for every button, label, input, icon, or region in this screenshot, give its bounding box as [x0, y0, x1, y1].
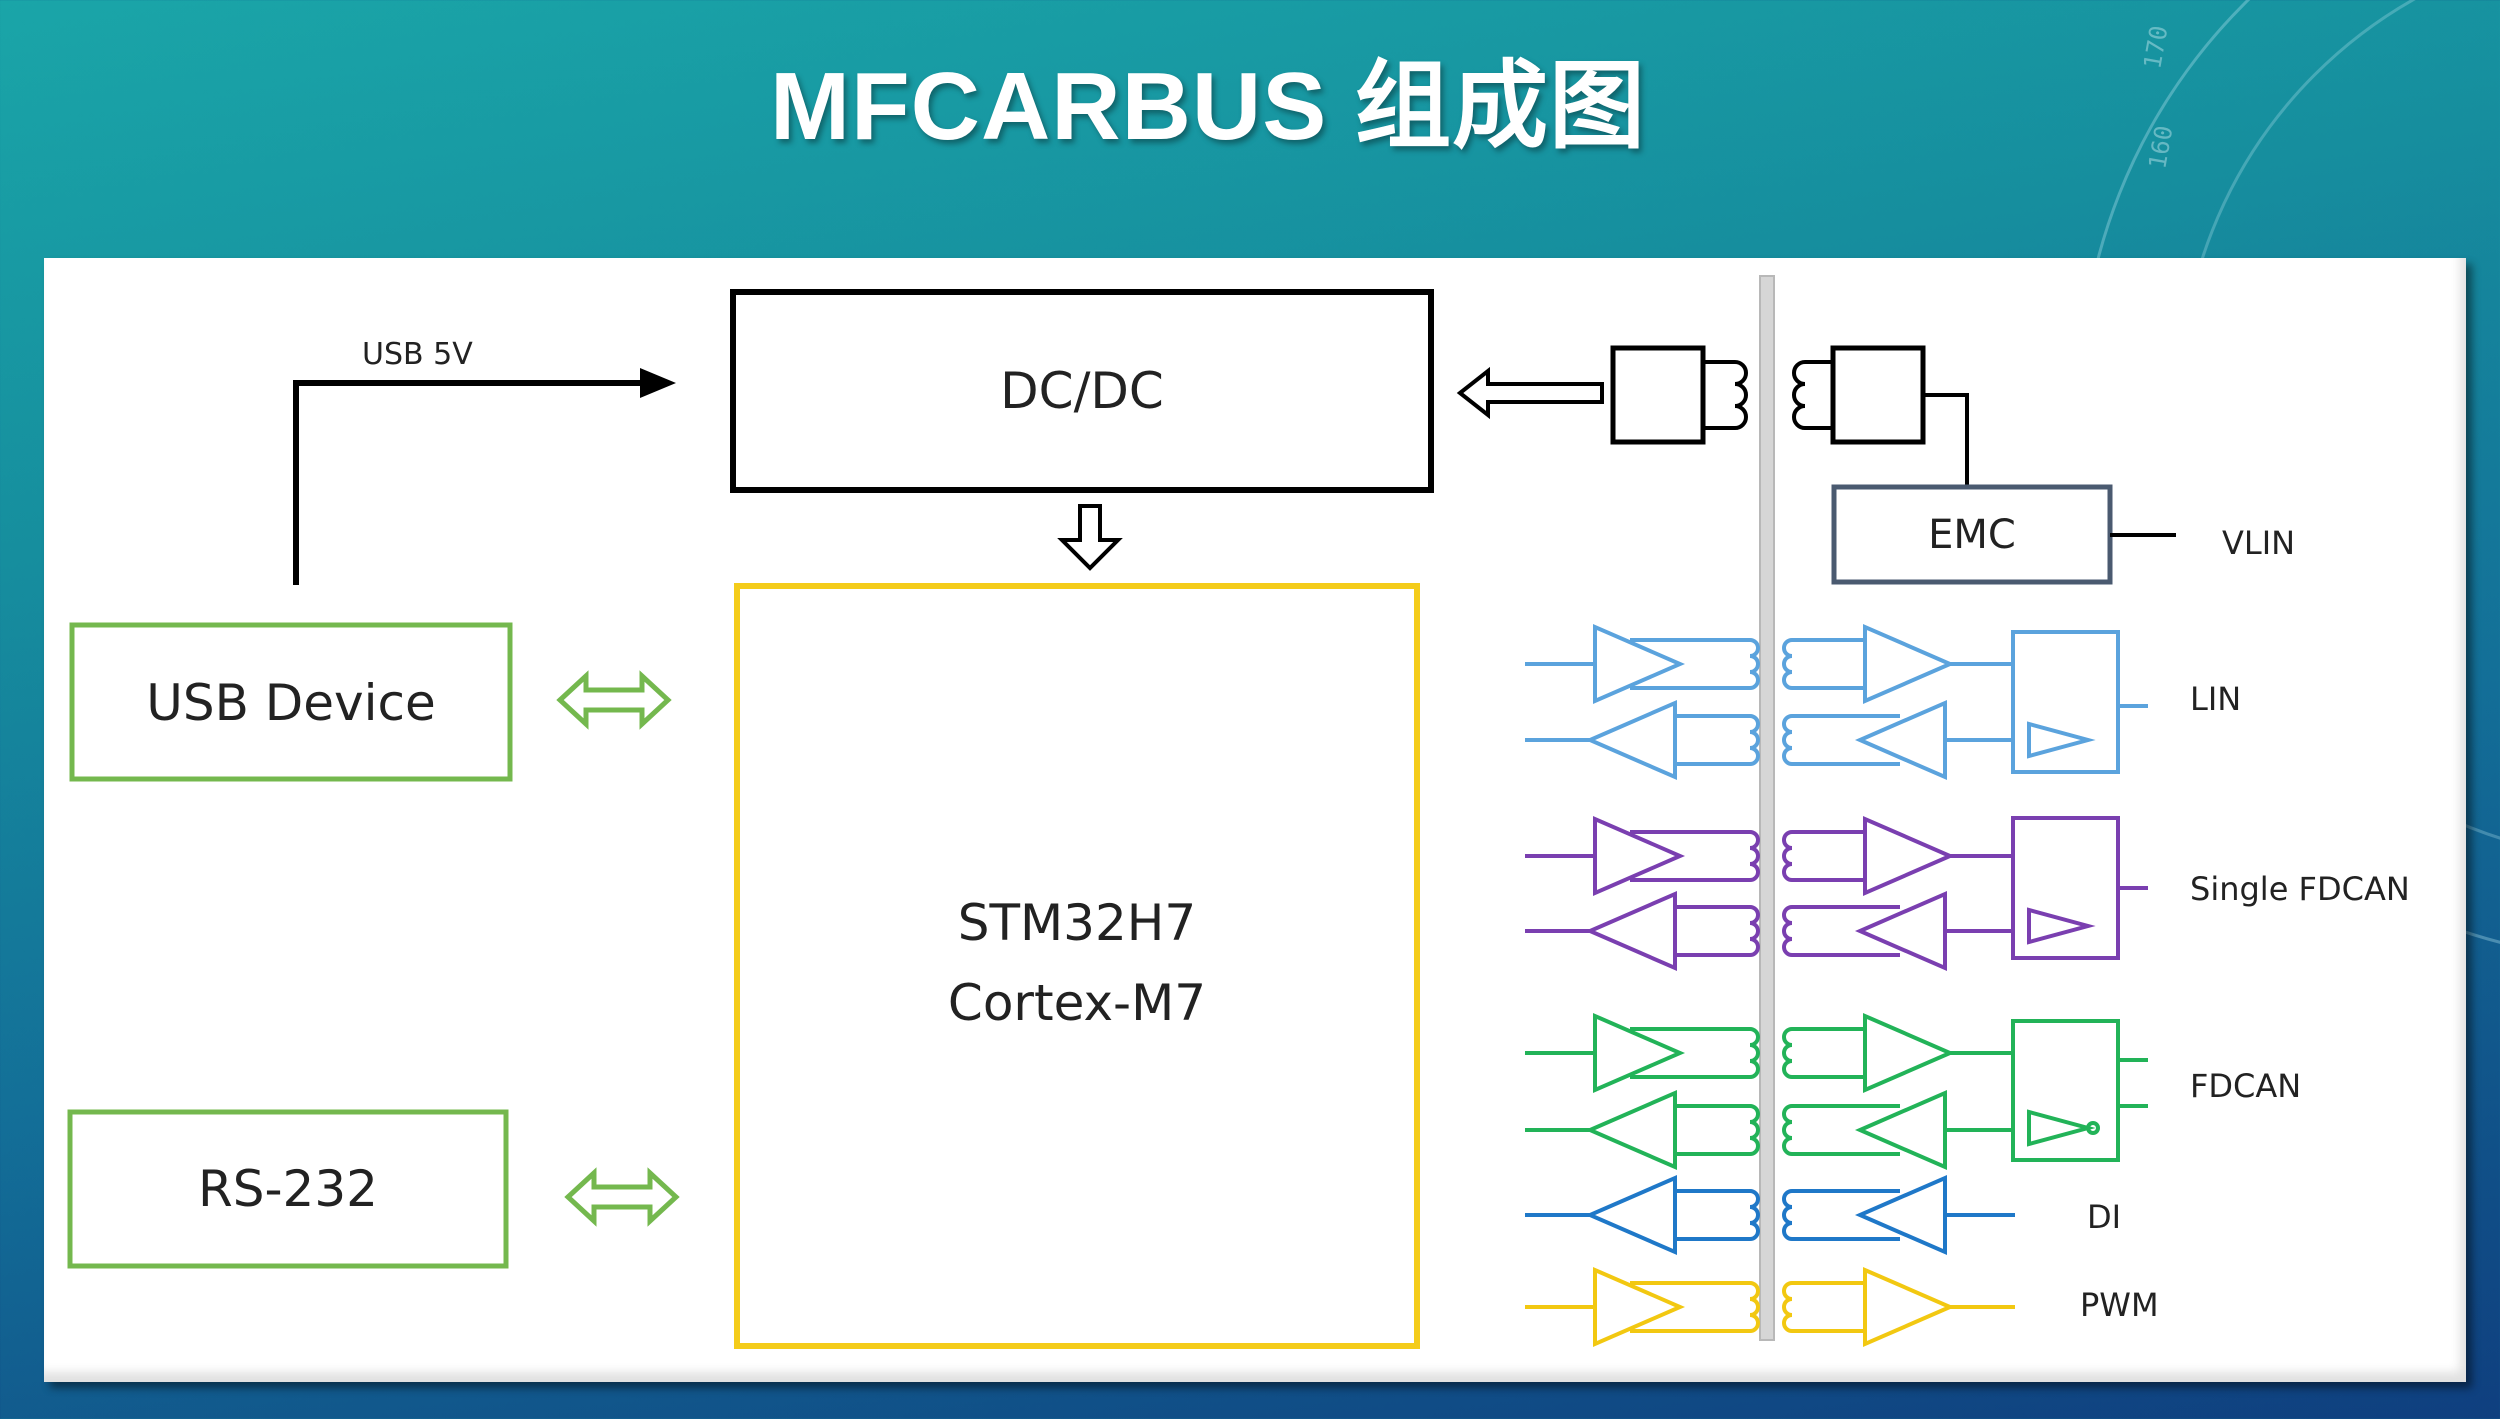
emc-label: EMC — [1928, 512, 2016, 558]
power-arrow-left-icon — [1456, 366, 1604, 420]
buffer-left-icon — [1584, 1089, 1677, 1171]
isolator-lane — [1525, 815, 2013, 897]
buffer-left-icon — [1584, 890, 1677, 972]
coil-icon — [1710, 714, 1760, 766]
isolator-lane — [1525, 1012, 2013, 1094]
coupling-line — [1675, 714, 1745, 766]
coil-icon — [1710, 830, 1760, 882]
arrow-right-icon — [640, 368, 676, 398]
coupling-line — [1832, 1104, 1900, 1156]
transceiver-block — [2011, 630, 2148, 774]
isolation-transformer-secondary — [1792, 345, 1969, 485]
page-title: MFCARBUS 组成图 — [770, 53, 1646, 160]
coupling-line — [1832, 1189, 1900, 1241]
transceiver-block — [2011, 816, 2148, 960]
coupling-line — [1832, 1027, 1865, 1079]
lin-label: LIN — [2190, 680, 2241, 718]
bidirectional-arrow-icon — [564, 1167, 680, 1227]
coil-icon — [1710, 1189, 1760, 1241]
buffer-right-icon — [1863, 1266, 1956, 1348]
di-label: DI — [2087, 1198, 2121, 1236]
isolation-barrier — [1759, 275, 1775, 1341]
usb-device-label: USB Device — [146, 674, 436, 732]
coil-icon — [1710, 905, 1760, 957]
power-arrow-down-icon — [1057, 504, 1123, 571]
dcdc-label: DC/DC — [1000, 362, 1164, 420]
inverter-bubble-icon — [2086, 1121, 2100, 1135]
coil-icon — [1782, 830, 1832, 882]
fdcan-channel — [1525, 1012, 2148, 1171]
buffer-right-icon — [1593, 1012, 1686, 1094]
coil-icon — [1782, 1027, 1832, 1079]
coupling-line — [1832, 638, 1865, 690]
coupling-line — [1832, 830, 1865, 882]
single-fdcan-label: Single FDCAN — [2190, 870, 2410, 908]
isolator-lane — [1525, 623, 2013, 705]
coupling-line — [1832, 714, 1900, 766]
isolator-lane — [1525, 1266, 2015, 1348]
emc-block[interactable]: EMC — [1831, 484, 2176, 585]
pwm-channel — [1525, 1266, 2015, 1348]
driver-triangle-icon — [2027, 721, 2096, 759]
isolation-transformer-primary — [1610, 345, 1748, 445]
coil-icon — [1782, 1104, 1832, 1156]
coupling-line — [1675, 905, 1745, 957]
coil-icon — [1782, 905, 1832, 957]
buffer-right-icon — [1593, 815, 1686, 897]
coil-icon — [1710, 1281, 1760, 1333]
transceiver-block — [2011, 1019, 2148, 1162]
isolator-lane — [1525, 890, 2013, 972]
buffer-left-icon — [1584, 1174, 1677, 1256]
mcu-block[interactable]: STM32H7 Cortex-M7 — [734, 583, 1420, 1349]
coupling-line — [1675, 1189, 1745, 1241]
coil-icon — [1782, 1189, 1832, 1241]
buffer-right-icon — [1863, 815, 1956, 897]
usb-device-block[interactable]: USB Device — [69, 622, 513, 782]
isolator-lane — [1525, 1174, 2015, 1256]
usb5v-connector: USB 5V — [293, 337, 676, 585]
mcu-label-line2: Cortex-M7 — [948, 974, 1206, 1032]
dcdc-block[interactable]: DC/DC — [730, 289, 1434, 493]
buffer-right-icon — [1593, 1266, 1686, 1348]
transceiver-box — [2011, 1019, 2120, 1162]
single-fdcan-channel — [1525, 815, 2148, 972]
coil-icon — [1782, 714, 1832, 766]
usb5v-label: USB 5V — [362, 337, 473, 372]
bidirectional-arrow-icon — [556, 670, 672, 730]
driver-triangle-icon — [2027, 907, 2096, 945]
coil-icon — [1710, 1027, 1760, 1079]
coil-icon — [1782, 638, 1832, 690]
di-channel — [1525, 1174, 2015, 1256]
isolator-lane — [1525, 699, 2013, 781]
pwm-label: PWM — [2080, 1286, 2159, 1324]
buffer-right-icon — [1593, 623, 1686, 705]
vlin-label: VLIN — [2222, 524, 2295, 562]
coil-icon — [1710, 638, 1760, 690]
buffer-right-icon — [1863, 623, 1956, 705]
coupling-line — [1832, 905, 1900, 957]
rs232-label: RS-232 — [198, 1160, 378, 1218]
fdcan-label: FDCAN — [2190, 1067, 2301, 1105]
coil-icon — [1782, 1281, 1832, 1333]
rs232-block[interactable]: RS-232 — [67, 1109, 509, 1269]
coupling-line — [1675, 1104, 1745, 1156]
coil-icon — [1710, 1104, 1760, 1156]
driver-triangle-icon — [2027, 1109, 2096, 1147]
buffer-right-icon — [1863, 1012, 1956, 1094]
mcu-label-line1: STM32H7 — [958, 894, 1196, 952]
buffer-left-icon — [1584, 699, 1677, 781]
lin-channel — [1525, 623, 2148, 781]
isolator-lane — [1525, 1089, 2013, 1171]
coupling-line — [1832, 1281, 1865, 1333]
